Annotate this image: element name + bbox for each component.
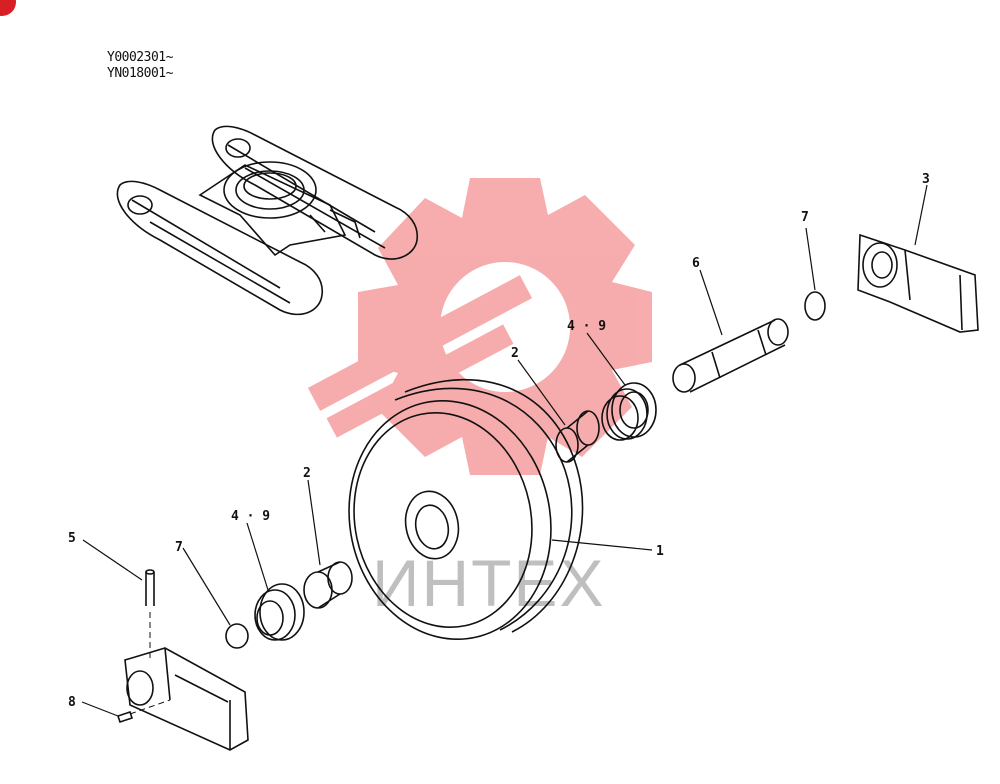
callout-idler: 1: [656, 544, 664, 559]
support-right: [858, 235, 978, 332]
idler-yoke: [117, 126, 417, 314]
callout-pin: 5: [68, 531, 76, 546]
pin: [146, 570, 154, 660]
callout-bolt: 8: [68, 695, 76, 710]
support-left: [125, 648, 248, 750]
corner-logo-icon: [0, 0, 16, 16]
leader-lines: [82, 185, 927, 716]
callout-bushing-lower: 2: [303, 466, 311, 481]
idler-wheel: [327, 380, 582, 659]
callout-oring-upper: 7: [801, 210, 809, 225]
seal-upper: [602, 383, 656, 440]
callout-shaft: 6: [692, 256, 700, 271]
callout-seal-upper: 4 · 9: [567, 319, 606, 334]
bushing-lower: [304, 562, 352, 608]
bolt: [118, 700, 170, 722]
bushing-upper: [556, 411, 599, 462]
callout-seal-lower: 4 · 9: [231, 509, 270, 524]
callout-bushing-upper: 2: [511, 346, 519, 361]
seal-lower: [255, 584, 304, 640]
watermark-text: ИНТЕХ: [372, 546, 605, 620]
callout-support-right: 3: [922, 172, 930, 187]
oring-upper: [805, 292, 825, 320]
serial-range-1: Y0002301~: [107, 50, 173, 65]
shaft: [673, 319, 788, 392]
callout-oring-lower: 7: [175, 540, 183, 555]
oring-lower: [226, 624, 248, 648]
serial-range-2: YN018001~: [107, 66, 173, 81]
